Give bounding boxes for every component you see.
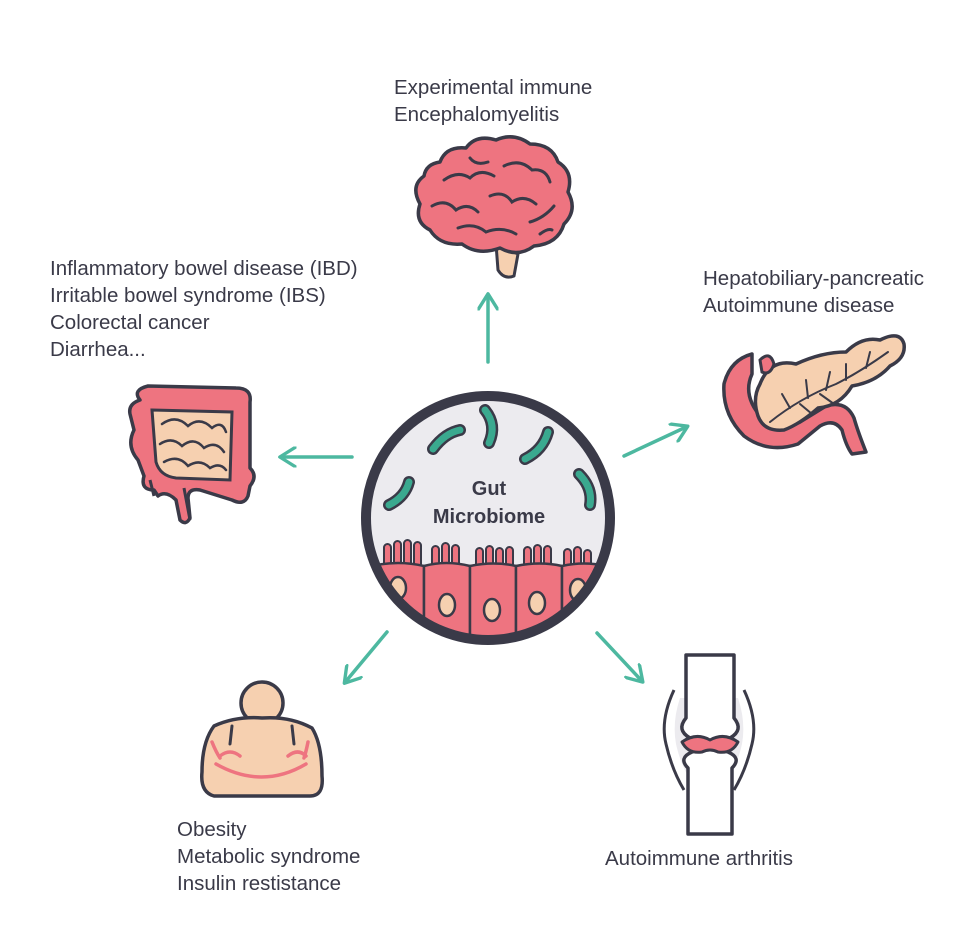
obese-body-icon xyxy=(200,680,324,798)
obesity-label-line: Insulin restistance xyxy=(177,872,342,895)
pancreas-condition-label: Hepatobiliary-pancreatic Autoimmune dise… xyxy=(703,265,924,319)
cell-nuclei xyxy=(388,575,588,623)
pancreas-label-line: Autoimmune disease xyxy=(703,294,895,317)
arrow-to-obesity xyxy=(347,630,389,680)
obesity-condition-label: Obesity Metabolic syndrome Insulin resti… xyxy=(177,816,360,897)
gut-microbiome-circle: Gut Microbiome xyxy=(361,391,615,645)
intestine-label-line: Colorectal cancer xyxy=(50,311,210,334)
intestine-label-line: Diarrhea... xyxy=(50,338,146,361)
intestine-condition-label: Inflammatory bowel disease (IBD) Irritab… xyxy=(50,255,358,363)
brain-label-line: Encephalomyelitis xyxy=(394,103,560,126)
pancreas-icon xyxy=(722,334,906,456)
brain-icon xyxy=(414,135,574,279)
arrow-to-joint xyxy=(595,631,640,679)
bacteria xyxy=(383,404,597,511)
brain-label-line: Experimental immune xyxy=(394,76,593,99)
brain-condition-label: Experimental immune Encephalomyelitis xyxy=(394,74,592,128)
obesity-label-line: Metabolic syndrome xyxy=(177,845,361,868)
joint-condition-label: Autoimmune arthritis xyxy=(605,845,793,872)
arrow-to-pancreas xyxy=(622,428,684,458)
center-title-line1: Gut xyxy=(472,478,507,500)
intestine-label-line: Inflammatory bowel disease (IBD) xyxy=(50,257,358,280)
center-title-line2: Microbiome xyxy=(433,506,545,528)
joint-icon xyxy=(662,653,756,836)
intestine-label-line: Irritable bowel syndrome (IBS) xyxy=(50,284,326,307)
joint-label-line: Autoimmune arthritis xyxy=(605,847,793,870)
intestine-icon xyxy=(127,384,256,525)
obesity-label-line: Obesity xyxy=(177,818,247,841)
arrows xyxy=(284,298,684,680)
pancreas-label-line: Hepatobiliary-pancreatic xyxy=(703,267,925,290)
